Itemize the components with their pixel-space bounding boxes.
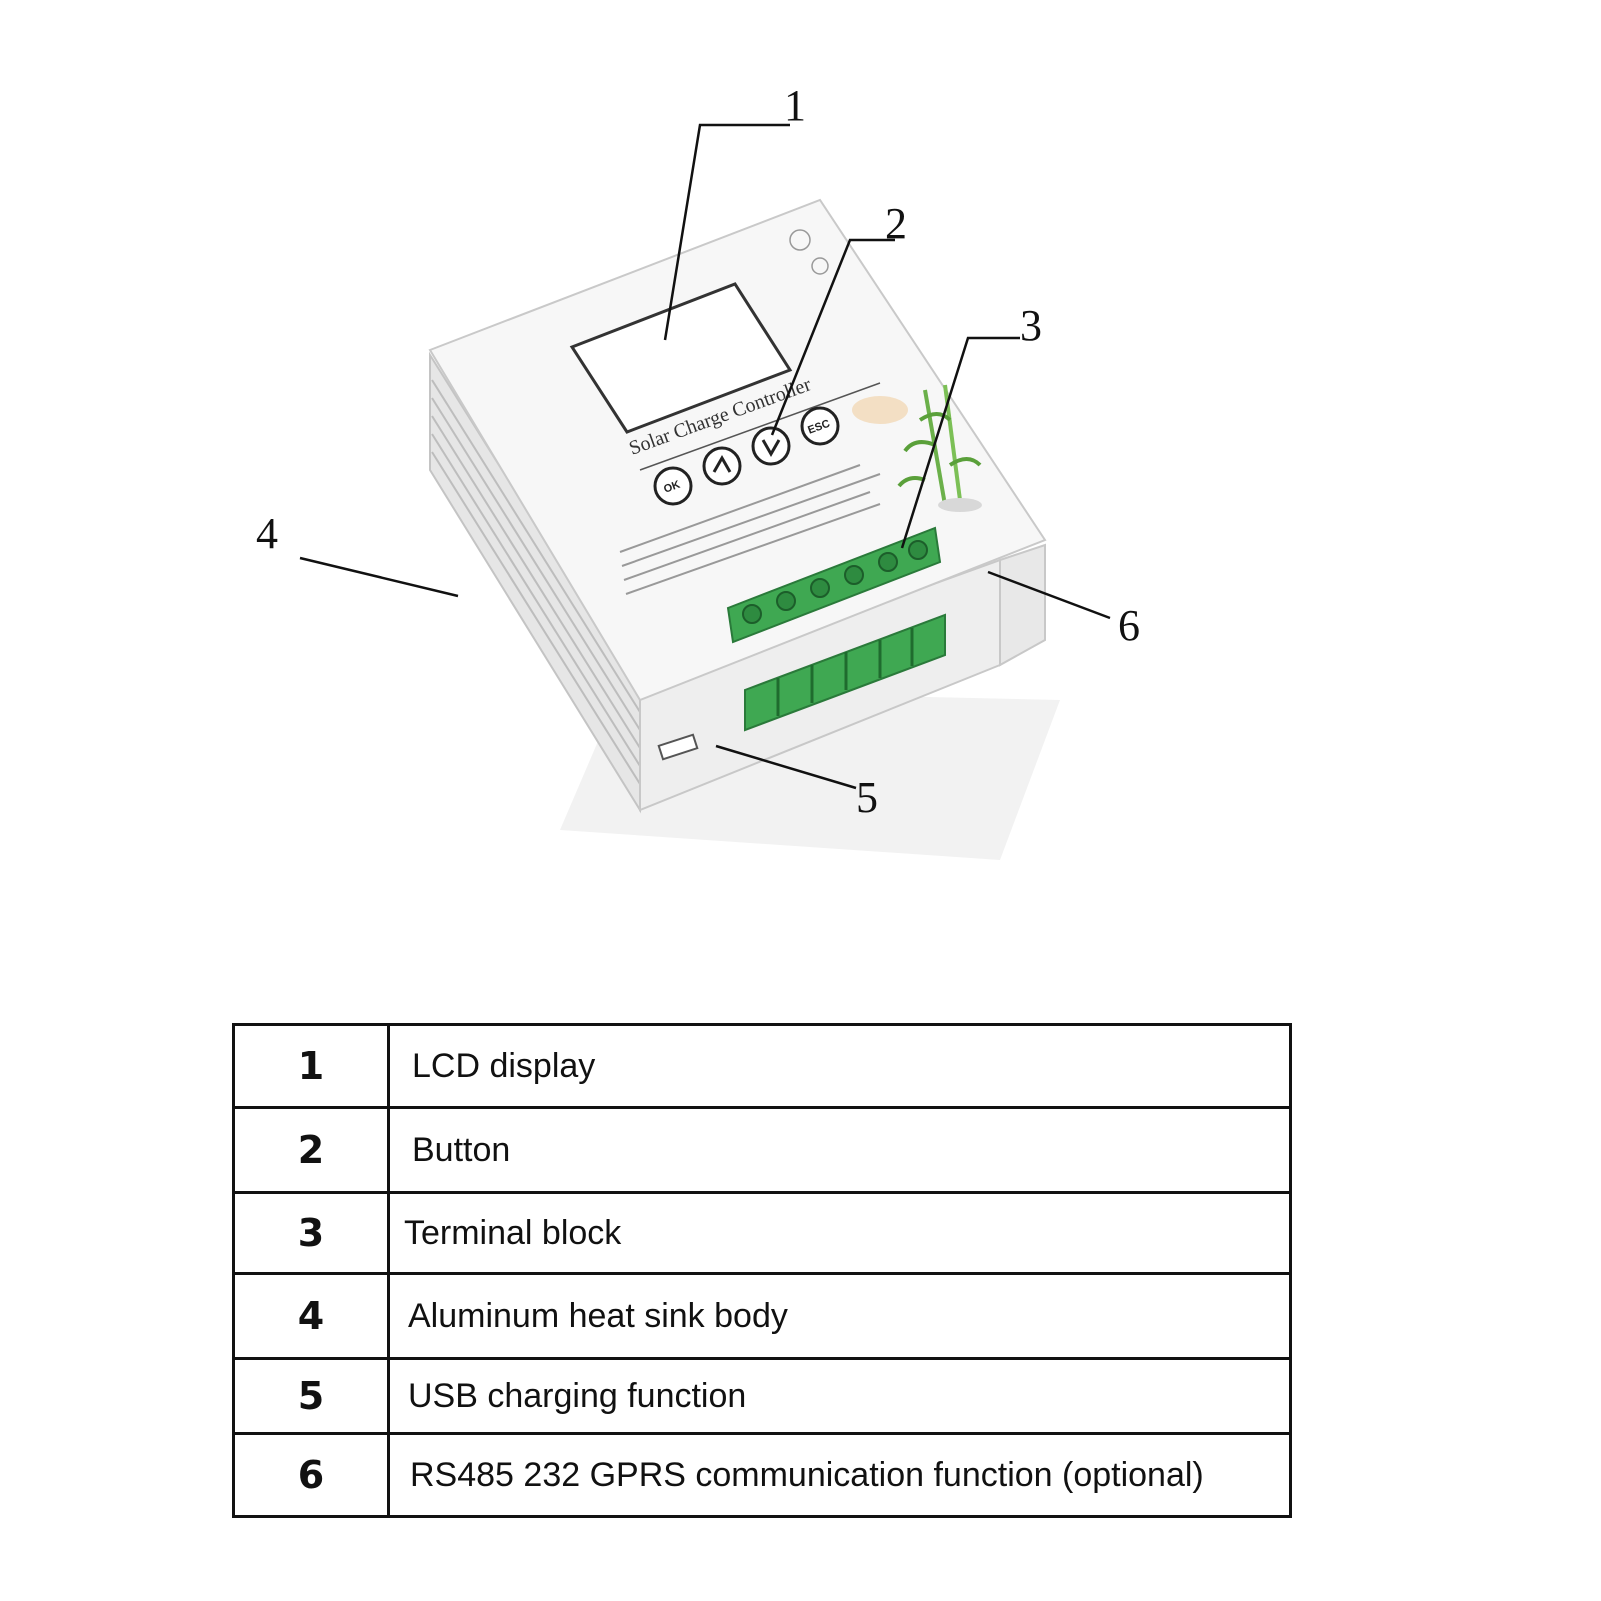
legend-table: 1 LCD display 2 Button 3 Terminal block …: [232, 1023, 1292, 1518]
title-underline: [639, 382, 881, 471]
callout-3: 3: [1020, 301, 1042, 350]
terminal-block: [726, 526, 946, 732]
leader-line-2: [770, 238, 895, 436]
legend-label: USB charging function: [387, 1357, 1292, 1435]
button-group: OK ESC: [653, 406, 840, 506]
legend-row: 3 Terminal block: [232, 1191, 1292, 1275]
device-diagram: Solar Charge Controller OK ESC: [256, 81, 1140, 860]
legend-number: 6: [232, 1432, 390, 1518]
certification-marks: [789, 229, 829, 275]
leader-line-3: [900, 336, 1020, 549]
legend-label: LCD display: [387, 1023, 1292, 1109]
panel-fine-print: [619, 464, 881, 595]
legend-label: Terminal block: [387, 1191, 1292, 1275]
leader-line-1: [663, 123, 790, 341]
ok-button-label: OK: [662, 479, 682, 496]
ok-button[interactable]: [653, 466, 693, 506]
legend-number: 5: [232, 1357, 390, 1435]
legend-row: 2 Button: [232, 1106, 1292, 1194]
bamboo-decoration: [852, 384, 982, 512]
legend-row: 5 USB charging function: [232, 1357, 1292, 1435]
legend-row: 6 RS485 232 GPRS communication function …: [232, 1432, 1292, 1518]
down-button[interactable]: [751, 426, 791, 466]
esc-button[interactable]: [800, 406, 840, 446]
legend-row: 4 Aluminum heat sink body: [232, 1272, 1292, 1360]
callout-4: 4: [256, 509, 278, 558]
callout-6: 6: [1118, 601, 1140, 650]
leader-line-5: [715, 744, 857, 790]
up-arrow-icon: [712, 454, 732, 473]
heat-sink-body: [429, 351, 1046, 814]
legend-number: 1: [232, 1023, 390, 1109]
up-button[interactable]: [702, 446, 742, 486]
lcd-display: [569, 282, 793, 434]
legend-number: 2: [232, 1106, 390, 1194]
callout-2: 2: [885, 199, 907, 248]
legend-number: 3: [232, 1191, 390, 1275]
legend-label: RS485 232 GPRS communication function (o…: [387, 1432, 1292, 1518]
legend-number: 4: [232, 1272, 390, 1360]
leader-line-6: [987, 570, 1111, 620]
legend-row: 1 LCD display: [232, 1023, 1292, 1109]
down-arrow-icon: [761, 439, 781, 458]
leader-lines: [299, 123, 1111, 790]
callout-5: 5: [856, 773, 878, 822]
legend-label: Button: [387, 1106, 1292, 1194]
legend-label: Aluminum heat sink body: [387, 1272, 1292, 1360]
callout-1: 1: [784, 81, 806, 130]
usb-port: [657, 733, 699, 761]
leader-line-4: [299, 556, 459, 598]
